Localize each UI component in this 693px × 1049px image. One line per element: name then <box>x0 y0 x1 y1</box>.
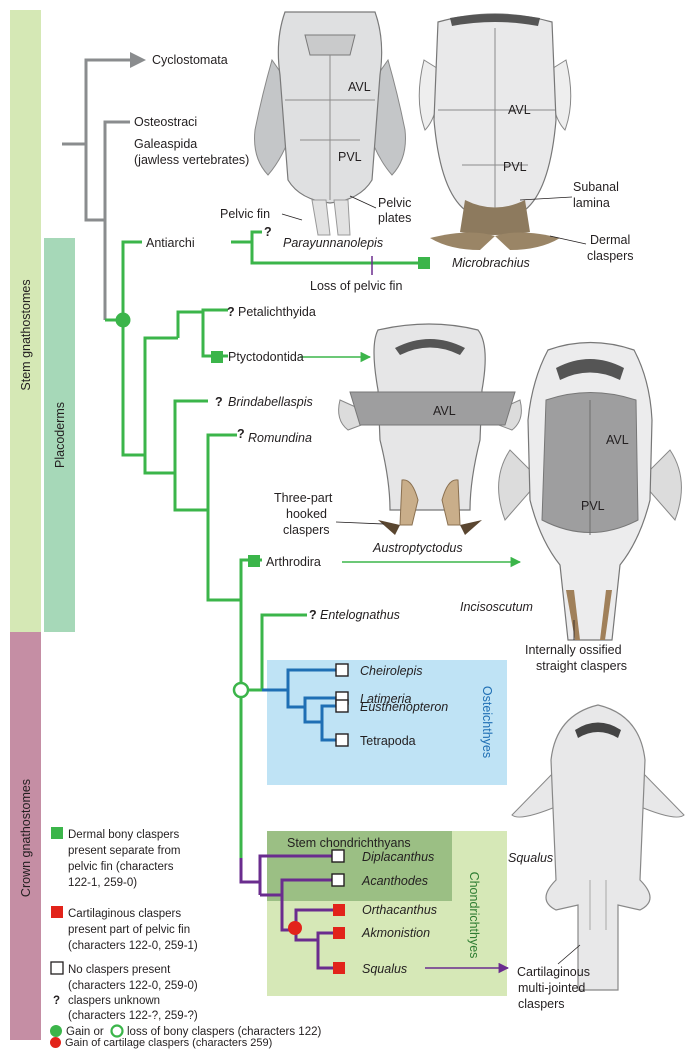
legend-green-square <box>51 827 63 839</box>
akmonistion-label: Akmonistion <box>361 926 430 940</box>
diplacanthus-label: Diplacanthus <box>362 850 434 864</box>
cartilaginous-leader <box>558 945 580 964</box>
osteostraci-label: Osteostraci <box>134 115 197 129</box>
incisoscutum-caption: Incisoscutum <box>460 600 533 614</box>
pvl-label-2: PVL <box>503 160 527 174</box>
entelognathus-q: ? <box>309 608 317 622</box>
microbrachius-label: Microbrachius <box>452 256 530 270</box>
subanal-label-1: Subanal <box>573 180 619 194</box>
stem-gnathostomes-label: Stem gnathostomes <box>19 279 33 390</box>
legend-cartilage-text: Gain of cartilage claspers (characters 2… <box>65 1037 272 1049</box>
legend-cartilage-row: Gain of cartilage claspers (characters 2… <box>50 1036 272 1049</box>
squalus-caption: Squalus <box>508 851 553 865</box>
austroptyctodus-caption: Austroptyctodus <box>372 541 463 555</box>
legend-red-line-3: (characters 122-0, 259-1) <box>68 940 198 952</box>
microbrachius-marker <box>418 257 430 269</box>
arthrodira-label: Arthrodira <box>266 555 321 569</box>
subanal-label-2: lamina <box>573 196 610 210</box>
chondrichthyes-label: Chondrichthyes <box>467 872 481 959</box>
antiarchi-label: Antiarchi <box>146 236 195 250</box>
avl-label-4: AVL <box>606 433 629 447</box>
romundina-q: ? <box>237 427 245 441</box>
avl-label-3: AVL <box>433 404 456 418</box>
austroptyctodus-illustration <box>339 324 522 535</box>
brindabellaspis-label: Brindabellaspis <box>228 395 313 409</box>
cartilage-clasper-markers <box>333 904 345 974</box>
crown-gnathostomes-label: Crown gnathostomes <box>19 779 33 897</box>
cyclostomata-arrow-icon <box>130 52 146 68</box>
microbrachius-illustration <box>419 14 571 250</box>
pvl-label-1: PVL <box>338 150 362 164</box>
legend-question-mark: ? <box>53 995 60 1007</box>
three-part-label-2: hooked <box>286 507 327 521</box>
legend-red-line-2: present part of pelvic fin <box>68 924 190 936</box>
three-part-leader <box>336 522 384 524</box>
legend-green-line-3: pelvic fin (characters <box>68 861 174 873</box>
pvl-label-4: PVL <box>581 499 605 513</box>
legend-loss-ring <box>112 1026 123 1037</box>
cartilaginous-label-3: claspers <box>518 997 565 1011</box>
cheirolepis-label: Cheirolepis <box>360 664 423 678</box>
parayunnanolepis-label: Parayunnanolepis <box>283 236 383 250</box>
dermal-label-2: claspers <box>587 249 634 263</box>
legend-white-line-1: No claspers present <box>68 964 171 976</box>
arthrodira-marker <box>248 555 260 567</box>
avl-label-2: AVL <box>508 103 531 117</box>
parayunnanolepis-q: ? <box>264 225 272 239</box>
osteichthyes-box <box>267 660 507 785</box>
internal-label-2: straight claspers <box>536 659 627 673</box>
pelvic-plates-label-2: plates <box>378 211 411 225</box>
legend-cartilage-dot <box>50 1037 61 1048</box>
gain-bony-claspers-node <box>116 313 131 328</box>
three-part-label-3: claspers <box>283 523 330 537</box>
legend-question-line-1: claspers unknown <box>68 995 160 1007</box>
legend-green-line-2: present separate from <box>68 845 181 857</box>
incisoscutum-illustration <box>499 343 682 641</box>
orthacanthus-label: Orthacanthus <box>362 903 437 917</box>
three-part-label-1: Three-part <box>274 491 333 505</box>
legend-white-line-2: (characters 122-0, 259-0) <box>68 980 198 992</box>
legend-green-line-1: Dermal bony claspers <box>68 829 179 841</box>
stem-chondrichthyans-label: Stem chondrichthyans <box>287 836 411 850</box>
pelvic-fin-leader <box>282 214 302 220</box>
pelvic-plates-label-1: Pelvic <box>378 196 411 210</box>
loss-pelvic-fin-label: Loss of pelvic fin <box>310 279 402 293</box>
legend-red-line-1: Cartilaginous claspers <box>68 908 181 920</box>
galeaspida-label: Galeaspida <box>134 137 197 151</box>
squalus-label: Squalus <box>362 962 407 976</box>
internal-label-1: Internally ossified <box>525 643 622 657</box>
cyclostomata-label: Cyclostomata <box>152 53 228 67</box>
petalichthyida-q: ? <box>227 305 235 319</box>
legend-green-line-4: 122-1, 259-0) <box>68 877 137 889</box>
legend-red-square <box>51 906 63 918</box>
tetrapoda-label: Tetrapoda <box>360 734 416 748</box>
entelognathus-label: Entelognathus <box>320 608 400 622</box>
placoderms-label: Placoderms <box>53 402 67 468</box>
legend-question-line-2: (characters 122-?, 259-?) <box>68 1010 198 1022</box>
legend-white-square <box>51 962 63 974</box>
brindabellaspis-q: ? <box>215 395 223 409</box>
eusthenopteron-label: Eusthenopteron <box>360 700 448 714</box>
petalichthyida-label: Petalichthyida <box>238 305 316 319</box>
acanthodes-label: Acanthodes <box>361 874 428 888</box>
dermal-label-1: Dermal <box>590 233 630 247</box>
gain-cartilage-claspers-node <box>288 921 302 935</box>
cartilaginous-label-2: multi-jointed <box>518 981 585 995</box>
osteichthyes-label: Osteichthyes <box>480 686 494 758</box>
loss-bony-claspers-node <box>234 683 248 697</box>
squalus-illustration <box>512 705 684 990</box>
cartilaginous-label-1: Cartilaginous <box>517 965 590 979</box>
avl-label-1: AVL <box>348 80 371 94</box>
ptyctodontida-marker <box>211 351 223 363</box>
pelvic-fin-label: Pelvic fin <box>220 207 270 221</box>
jawless-label: (jawless vertebrates) <box>134 153 249 167</box>
pelvic-plates-leader <box>350 196 376 208</box>
ptyctodontida-label: Ptyctodontida <box>228 350 304 364</box>
romundina-label: Romundina <box>248 431 312 445</box>
